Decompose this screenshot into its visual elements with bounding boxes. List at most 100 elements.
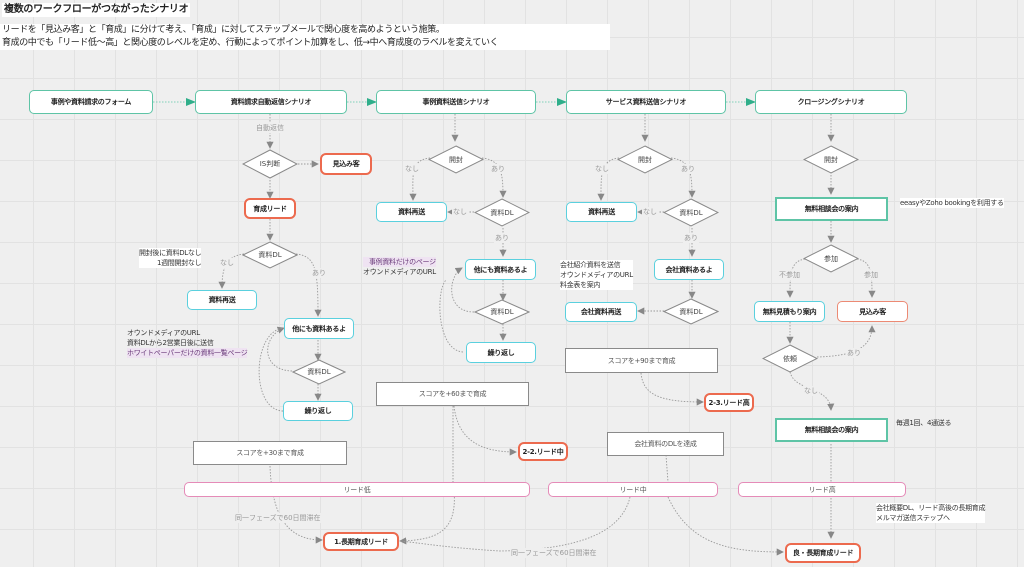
decision-open[interactable]: 開封 bbox=[616, 145, 674, 174]
decision-open[interactable]: 開封 bbox=[427, 145, 485, 174]
decision-label: 開封 bbox=[449, 155, 463, 164]
decision-label: 開封 bbox=[638, 155, 652, 164]
score-90-node[interactable]: スコアを+90まで育成 bbox=[565, 348, 718, 373]
lead-high-node[interactable]: 2-3.リード高 bbox=[704, 393, 754, 412]
decision-doc-dl[interactable]: 資料DL bbox=[473, 198, 531, 227]
node-label: 2-3.リード高 bbox=[708, 398, 750, 407]
note-other-docs: オウンドメディアのURL 資料DLから2営業日後に送信 ホワイトペーパーだけの資… bbox=[127, 328, 248, 358]
edge-label-yes: あり bbox=[680, 164, 696, 174]
free-consult-node-2[interactable]: 無料相談会の案内 bbox=[775, 418, 888, 442]
resend-node[interactable]: 資料再送 bbox=[376, 202, 447, 222]
free-estimate-node[interactable]: 無料見積もり案内 bbox=[754, 301, 825, 322]
note-line: 会社紹介資料を送信 bbox=[560, 261, 621, 269]
edge-label-no: なし bbox=[594, 164, 610, 174]
description-line-1: リードを「見込み客」と「育成」に分けて考え、「育成」に対してステップメールで関心… bbox=[2, 25, 445, 35]
node-label: 1.長期育成リード bbox=[334, 537, 388, 546]
node-label: 他にも資料あるよ bbox=[292, 324, 346, 333]
decision-open[interactable]: 開封 bbox=[802, 145, 860, 174]
edge-label-no: なし bbox=[452, 207, 468, 217]
note-line: メルマガ送信ステップへ bbox=[876, 514, 950, 522]
edge bbox=[269, 465, 323, 544]
note-highlight: 事例資料だけのページ bbox=[363, 257, 436, 267]
note-highlight: ホワイトペーパーだけの資料一覧ページ bbox=[127, 348, 248, 358]
free-consult-node[interactable]: 無料相談会の案内 bbox=[775, 197, 888, 221]
good-long-term-lead-node[interactable]: 良・長期育成リード bbox=[785, 543, 861, 563]
edge-label-no: なし bbox=[404, 164, 420, 174]
edge-label-yes: あり bbox=[494, 233, 510, 243]
other-docs-node[interactable]: 他にも資料あるよ bbox=[284, 318, 354, 339]
edge bbox=[399, 481, 455, 545]
resend-node[interactable]: 資料再送 bbox=[187, 290, 257, 310]
scenario-closing[interactable]: クロージングシナリオ bbox=[755, 90, 907, 114]
note-weekly: 毎週1回、4通送る bbox=[896, 418, 952, 428]
node-label: 繰り返し bbox=[487, 348, 515, 357]
achieve-node[interactable]: 会社資料のDLを達成 bbox=[607, 432, 724, 456]
note-line: eeasyやZoho bookingを利用する bbox=[900, 199, 1004, 207]
lead-mid-node[interactable]: 2-2.リード中 bbox=[518, 442, 568, 461]
decision-label: IS判断 bbox=[259, 160, 281, 168]
node-label: 無料相談会の案内 bbox=[804, 426, 859, 434]
edge-label-join: 参加 bbox=[863, 270, 879, 280]
note-line: 資料DLから2営業日後に送信 bbox=[127, 339, 214, 347]
scenario-auto-reply[interactable]: 資料請求自動返信シナリオ bbox=[195, 90, 347, 114]
repeat-node[interactable]: 繰り返し bbox=[283, 401, 353, 421]
band-lead-mid[interactable]: リード中 bbox=[548, 482, 718, 497]
edge bbox=[295, 253, 322, 317]
decision-label: 資料DL bbox=[258, 251, 282, 259]
scenario-service-docs[interactable]: サービス資料送信シナリオ bbox=[566, 90, 726, 114]
form-node[interactable]: 事例や資料請求のフォーム bbox=[29, 90, 153, 114]
edge bbox=[670, 157, 696, 198]
band-lead-low[interactable]: リード低 bbox=[184, 482, 530, 497]
note-line: 料金表を案内 bbox=[560, 281, 601, 289]
decision-doc-dl[interactable]: 資料DL bbox=[662, 198, 720, 227]
node-label: 良・長期育成リード bbox=[792, 549, 854, 557]
edge bbox=[667, 496, 784, 556]
long-term-lead-node[interactable]: 1.長期育成リード bbox=[323, 532, 399, 551]
company-docs-node[interactable]: 会社資料あるよ bbox=[654, 259, 724, 280]
note-line: オウンドメディアのURL bbox=[127, 329, 200, 337]
scenario-case-docs[interactable]: 事例資料送信シナリオ bbox=[376, 90, 536, 114]
node-label: クロージングシナリオ bbox=[797, 98, 865, 106]
decision-doc-dl-2[interactable]: 資料DL bbox=[291, 359, 347, 385]
decision-request[interactable]: 依頼 bbox=[761, 344, 819, 373]
decision-join[interactable]: 参加 bbox=[802, 244, 860, 273]
decision-is[interactable]: IS判断 bbox=[241, 149, 299, 179]
score-60-node[interactable]: スコアを+60まで育成 bbox=[376, 382, 529, 406]
nurture-lead-node[interactable]: 育成リード bbox=[244, 198, 296, 219]
decision-label: 資料DL bbox=[679, 208, 703, 217]
node-label: 資料再送 bbox=[208, 296, 236, 304]
note-line: 開封後に資料DLなし bbox=[139, 249, 202, 257]
diagram-title: 複数のワークフローがつながったシナリオ bbox=[2, 3, 191, 17]
score-30-node[interactable]: スコアを+30まで育成 bbox=[193, 441, 347, 465]
resend-node[interactable]: 資料再送 bbox=[566, 202, 637, 222]
node-label: 見込み客 bbox=[859, 307, 886, 316]
node-label: スコアを+90まで育成 bbox=[607, 356, 676, 365]
node-label: スコアを+60まで育成 bbox=[418, 390, 487, 398]
company-resend-node[interactable]: 会社資料再送 bbox=[565, 302, 637, 322]
decision-label: 開封 bbox=[824, 155, 838, 164]
decision-doc-dl-2[interactable]: 資料DL bbox=[662, 298, 720, 325]
edge-label-not-join: 不参加 bbox=[778, 270, 801, 280]
prospect-node[interactable]: 見込み客 bbox=[837, 301, 908, 322]
note-no-dl: 開封後に資料DLなし 1週間開封なし bbox=[139, 248, 202, 268]
note-company-docs: 会社紹介資料を送信 オウンドメディアのURL 料金表を案内 bbox=[560, 260, 633, 290]
edge bbox=[258, 327, 285, 412]
decision-label: 依頼 bbox=[783, 354, 797, 363]
band-label: リード高 bbox=[808, 485, 836, 494]
node-label: 育成リード bbox=[253, 204, 287, 213]
edge bbox=[439, 279, 464, 353]
node-label: 事例資料送信シナリオ bbox=[422, 98, 490, 106]
decision-label: 資料DL bbox=[679, 307, 703, 316]
edge-label-no: なし bbox=[642, 207, 658, 217]
edge bbox=[665, 454, 669, 483]
node-label: サービス資料送信シナリオ bbox=[605, 98, 687, 106]
node-label: 資料再送 bbox=[398, 208, 425, 216]
prospect-node[interactable]: 見込み客 bbox=[320, 153, 372, 175]
other-docs-node[interactable]: 他にも資料あるよ bbox=[465, 259, 536, 280]
decision-doc-dl-2[interactable]: 資料DL bbox=[473, 299, 531, 325]
band-lead-high[interactable]: リード高 bbox=[738, 482, 906, 497]
repeat-node[interactable]: 繰り返し bbox=[466, 342, 536, 363]
decision-doc-dl[interactable]: 資料DL bbox=[241, 241, 299, 269]
note-case-docs: 事例資料だけのページ オウンドメディアのURL bbox=[363, 257, 436, 277]
edge-label-yes: あり bbox=[311, 268, 327, 278]
